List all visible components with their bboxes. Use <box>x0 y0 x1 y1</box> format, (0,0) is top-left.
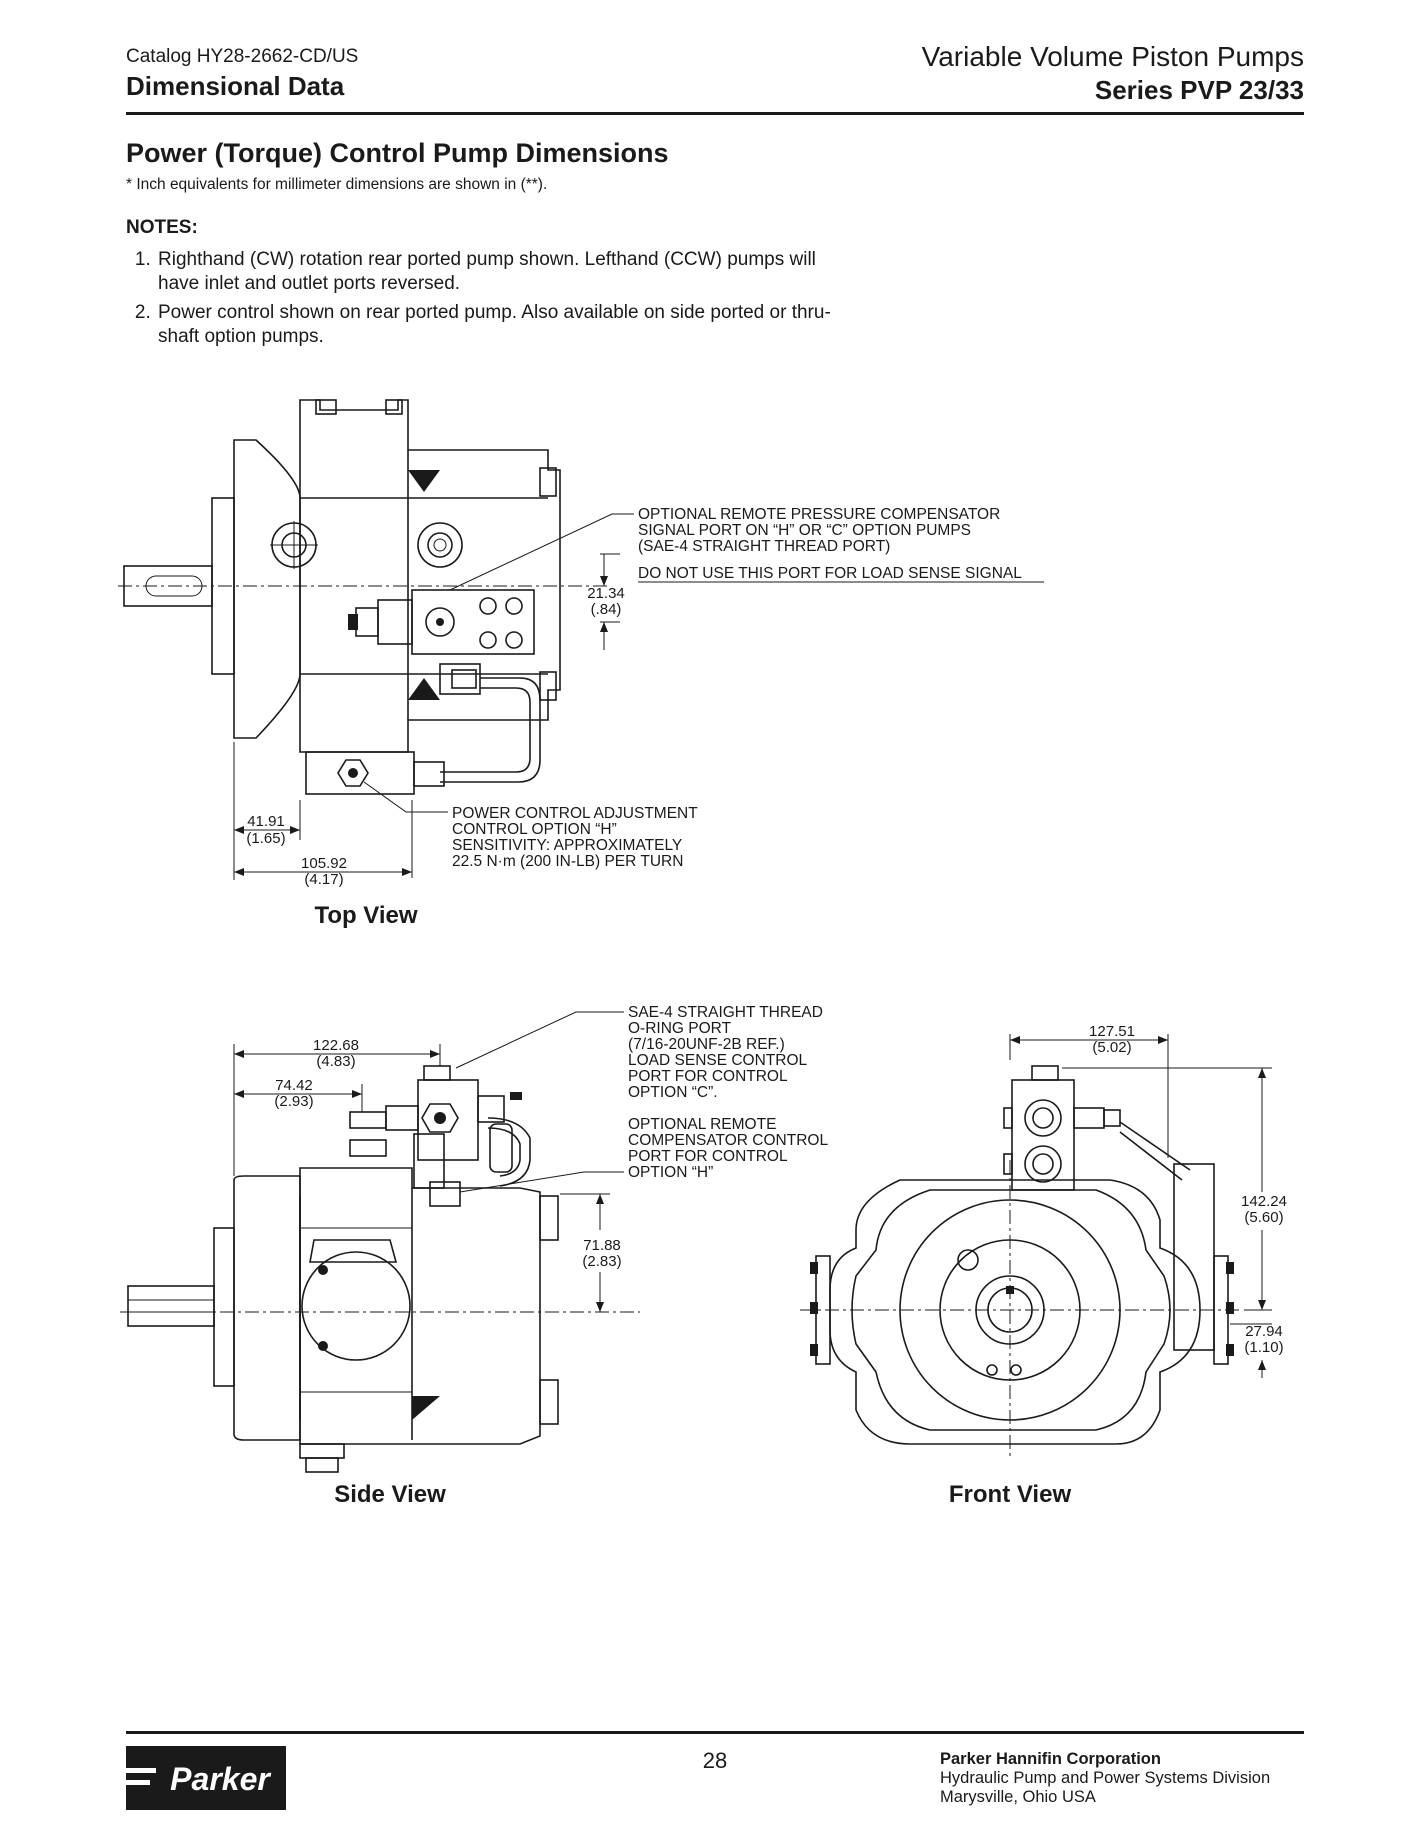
series-name: Series PVP 23/33 <box>1094 75 1304 105</box>
product-name: Variable Volume Piston Pumps <box>921 41 1304 72</box>
callout-line: SAE-4 STRAIGHT THREAD <box>628 1004 823 1021</box>
dim-port-length-mm: 122.68 <box>313 1037 359 1054</box>
dim-port-short-mm: 74.42 <box>275 1077 313 1094</box>
top-view-label: Top View <box>314 902 417 929</box>
callout-line: PORT FOR CONTROL <box>628 1068 788 1085</box>
notes-block: NOTES: Righthand (CW) rotation rear port… <box>126 216 846 354</box>
header-rule <box>126 112 1304 115</box>
callout-line: (7/16-20UNF-2B REF.) <box>628 1036 785 1053</box>
front-view-drawing: 127.51 (5.02) 142.24 (5.60) 27.94 (1.10)… <box>800 1023 1287 1508</box>
front-dim-offset-in: (1.10) <box>1244 1339 1283 1356</box>
inch-note: * Inch equivalents for millimeter dimens… <box>126 176 548 193</box>
dim-port-short-in: (2.93) <box>274 1093 313 1110</box>
top-adjustment-callout: POWER CONTROL ADJUSTMENT CONTROL OPTION … <box>452 805 698 870</box>
dim-flange-mm: 41.91 <box>247 813 285 830</box>
notes-heading: NOTES: <box>126 217 198 238</box>
callout-line: LOAD SENSE CONTROL <box>628 1052 808 1069</box>
callout-line: COMPENSATOR CONTROL <box>628 1132 828 1149</box>
side-view-drawing: 122.68 (4.83) 74.42 (2.93) 71.88 (2.83) … <box>120 1004 828 1508</box>
front-dim-width-mm: 127.51 <box>1089 1023 1135 1040</box>
side-port-callout: SAE-4 STRAIGHT THREAD O-RING PORT (7/16-… <box>628 1004 828 1181</box>
callout-line: OPTIONAL REMOTE PRESSURE COMPENSATOR <box>638 506 1000 523</box>
company-division: Hydraulic Pump and Power Systems Divisio… <box>940 1769 1271 1787</box>
front-dim-offset-mm: 27.94 <box>1245 1323 1283 1340</box>
callout-line: SENSITIVITY: APPROXIMATELY <box>452 837 682 854</box>
callout-line: DO NOT USE THIS PORT FOR LOAD SENSE SIGN… <box>638 565 1022 582</box>
dim-height-mm: 71.88 <box>583 1237 621 1254</box>
notes-list: Righthand (CW) rotation rear ported pump… <box>126 248 846 349</box>
callout-line: (SAE-4 STRAIGHT THREAD PORT) <box>638 538 890 555</box>
callout-line: OPTION “H” <box>628 1164 713 1181</box>
dim-port-offset-in: (.84) <box>591 601 622 618</box>
callout-line: O-RING PORT <box>628 1020 732 1037</box>
header-left: Catalog HY28-2662-CD/US Dimensional Data <box>126 46 358 102</box>
dim-adjuster-mm: 105.92 <box>301 855 347 872</box>
section-title: Dimensional Data <box>126 71 345 101</box>
dim-port-length-in: (4.83) <box>316 1053 355 1070</box>
callout-line: 22.5 N·m (200 IN-LB) PER TURN <box>452 853 683 870</box>
top-view-drawing: 21.34 (.84) OPTIONAL REMOTE PRESSURE COM… <box>118 399 1044 929</box>
callout-line: OPTION “C”. <box>628 1084 718 1101</box>
page-number: 28 <box>702 1748 728 1773</box>
parker-logo: Parker <box>126 1746 286 1810</box>
company-location: Marysville, Ohio USA <box>940 1788 1096 1806</box>
footer-rule <box>126 1731 1304 1734</box>
callout-line: PORT FOR CONTROL <box>628 1148 788 1165</box>
dim-height-in: (2.83) <box>582 1253 621 1270</box>
dim-adjuster-in: (4.17) <box>304 871 343 888</box>
callout-line: CONTROL OPTION “H” <box>452 821 617 838</box>
note-item: Righthand (CW) rotation rear ported pump… <box>156 248 846 296</box>
logo-text: Parker <box>170 1761 271 1797</box>
side-view-label: Side View <box>334 1481 446 1508</box>
company-block: Parker Hannifin Corporation Hydraulic Pu… <box>940 1750 1270 1807</box>
note-item: Power control shown on rear ported pump.… <box>156 301 846 349</box>
front-dim-height-in: (5.60) <box>1244 1209 1283 1226</box>
dim-flange-in: (1.65) <box>246 830 285 847</box>
front-dim-width-in: (5.02) <box>1092 1039 1131 1056</box>
page-title: Power (Torque) Control Pump Dimensions <box>126 138 669 168</box>
company-name: Parker Hannifin Corporation <box>940 1750 1161 1768</box>
callout-line: POWER CONTROL ADJUSTMENT <box>452 805 698 822</box>
catalog-number: Catalog HY28-2662-CD/US <box>126 46 359 67</box>
dim-port-offset-mm: 21.34 <box>587 585 625 602</box>
front-view-label: Front View <box>949 1481 1072 1508</box>
callout-line: SIGNAL PORT ON “H” OR “C” OPTION PUMPS <box>638 522 971 539</box>
top-compensator-callout: OPTIONAL REMOTE PRESSURE COMPENSATOR SIG… <box>638 506 1044 583</box>
front-dim-height-mm: 142.24 <box>1241 1193 1287 1210</box>
callout-line: OPTIONAL REMOTE <box>628 1116 776 1133</box>
header-right: Variable Volume Piston Pumps Series PVP … <box>922 40 1304 106</box>
